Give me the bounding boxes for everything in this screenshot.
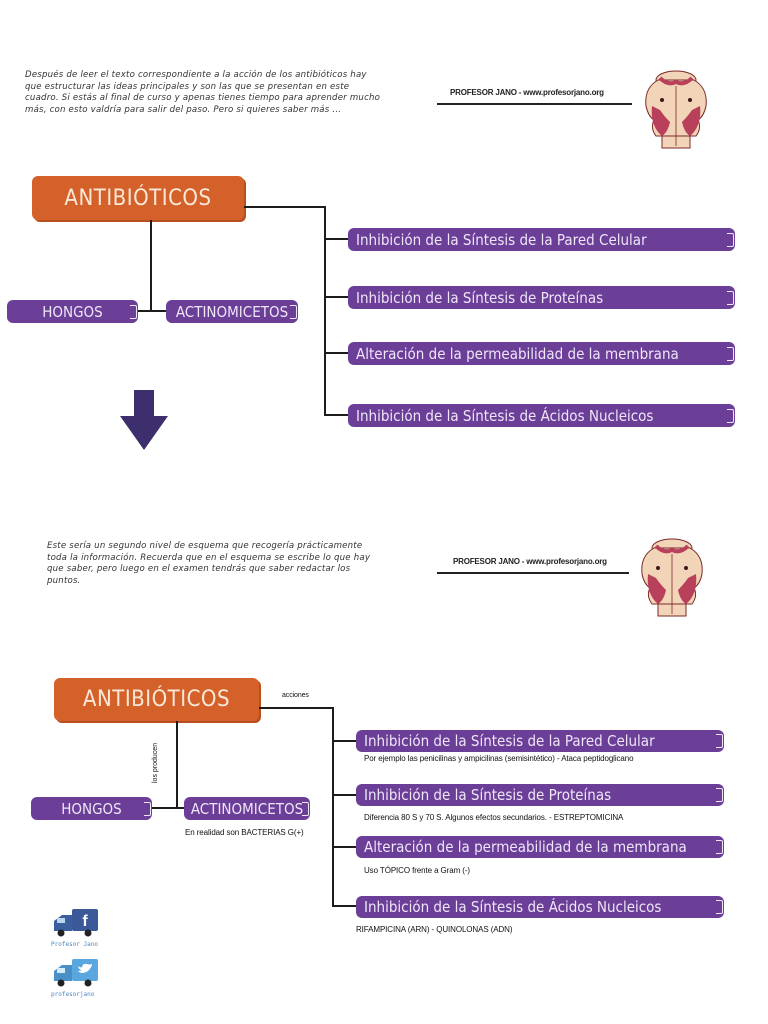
connector (324, 206, 326, 416)
hongos-label: HONGOS (61, 799, 122, 818)
connector (332, 905, 358, 907)
connector (244, 206, 326, 208)
action-membrana-1: Alteración de la permeabilidad de la mem… (348, 342, 735, 365)
janus-head-icon (645, 70, 707, 149)
actinomicetos-label: ACTINOMICETOS (175, 302, 289, 321)
connector (324, 414, 350, 416)
credit-rule-2 (437, 572, 629, 574)
janus-head-icon (641, 538, 703, 617)
actinomicetos-label: ACTINOMICETOS (190, 799, 304, 818)
connector (150, 220, 152, 312)
intro-text-2: Este sería un segundo nivel de esquema q… (47, 541, 371, 586)
connector (136, 310, 168, 312)
action-pared-1: Inhibición de la Síntesis de la Pared Ce… (348, 228, 735, 251)
action-pared-2: Inhibición de la Síntesis de la Pared Ce… (356, 730, 724, 752)
antibioticos-title-2: ANTIBIÓTICOS (54, 678, 259, 721)
twitter-truck-icon[interactable] (52, 957, 100, 989)
actinomicetos-note: En realidad son BACTERIAS G(+) (185, 828, 304, 837)
credit-rule-1 (437, 103, 632, 105)
action-note: Por ejemplo las penicilinas y ampicilina… (364, 754, 634, 763)
action-note: Uso TÓPICO frente a Gram (-) (364, 866, 470, 875)
connector (332, 794, 358, 796)
action-label: Alteración de la permeabilidad de la mem… (356, 344, 679, 363)
action-label: Inhibición de la Síntesis de la Pared Ce… (364, 732, 655, 750)
action-label: Inhibición de la Síntesis de Proteínas (364, 786, 612, 804)
hongos-node-1: HONGOS (7, 300, 138, 323)
action-membrana-2: Alteración de la permeabilidad de la mem… (356, 836, 724, 858)
connector (324, 296, 350, 298)
connector (324, 238, 350, 240)
action-note: RIFAMPICINA (ARN) - QUINOLONAS (ADN) (356, 925, 513, 934)
producen-label: los producen (152, 742, 159, 783)
actinomicetos-node-2: ACTINOMICETOS (184, 797, 310, 820)
action-label: Inhibición de la Síntesis de Ácidos Nucl… (356, 406, 654, 425)
down-arrow-icon (120, 390, 168, 450)
hongos-node-2: HONGOS (31, 797, 152, 820)
action-proteinas-2: Inhibición de la Síntesis de Proteínas (356, 784, 724, 806)
connector (150, 807, 186, 809)
connector (176, 721, 178, 809)
action-proteinas-1: Inhibición de la Síntesis de Proteínas (348, 286, 735, 309)
facebook-truck-icon[interactable]: f (52, 907, 100, 939)
antibioticos-title-1: ANTIBIÓTICOS (32, 176, 244, 220)
actinomicetos-node-1: ACTINOMICETOS (166, 300, 298, 323)
action-note: Diferencia 80 S y 70 S. Algunos efectos … (364, 813, 624, 822)
twitter-label[interactable]: profesorjano (51, 991, 95, 998)
credit-text-2: PROFESOR JANO - www.profesorjano.org (453, 557, 607, 566)
action-nucleicos-2: Inhibición de la Síntesis de Ácidos Nucl… (356, 896, 724, 918)
connector (332, 846, 358, 848)
action-label: Alteración de la permeabilidad de la mem… (364, 838, 687, 856)
credit-text-1: PROFESOR JANO - www.profesorjano.org (450, 88, 604, 97)
action-label: Inhibición de la Síntesis de la Pared Ce… (356, 230, 647, 249)
connector (332, 740, 358, 742)
connector (332, 707, 334, 907)
svg-text:f: f (82, 913, 88, 930)
acciones-label: acciones (282, 692, 309, 699)
connector (324, 352, 350, 354)
hongos-label: HONGOS (42, 302, 103, 321)
facebook-label[interactable]: Profesor Jano (51, 941, 98, 948)
action-nucleicos-1: Inhibición de la Síntesis de Ácidos Nucl… (348, 404, 735, 427)
intro-text-1: Después de leer el texto correspondiente… (25, 70, 381, 115)
action-label: Inhibición de la Síntesis de Proteínas (356, 288, 604, 307)
action-label: Inhibición de la Síntesis de Ácidos Nucl… (364, 898, 662, 916)
connector (259, 707, 334, 709)
